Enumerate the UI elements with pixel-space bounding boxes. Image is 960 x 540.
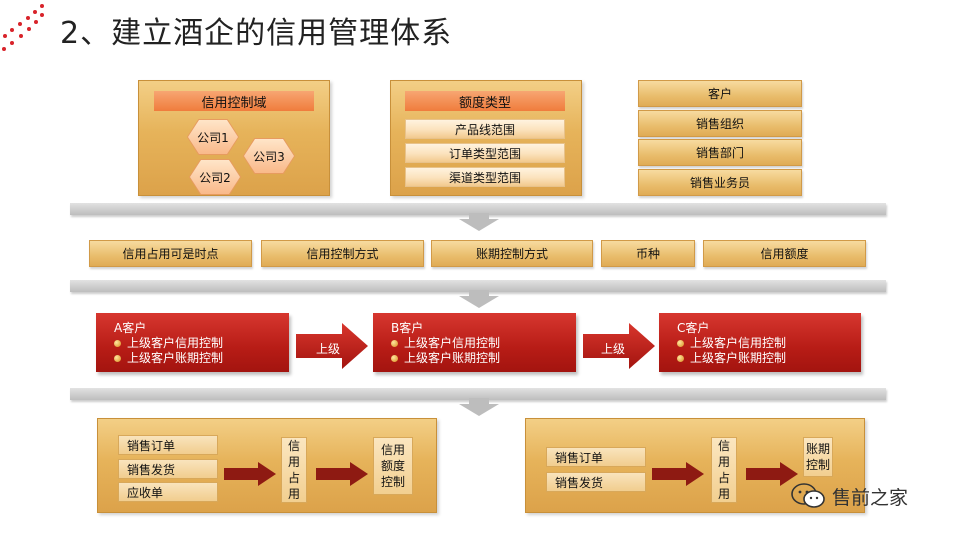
connector-bar xyxy=(70,388,886,400)
dotted-logo-icon xyxy=(0,0,50,60)
company-hex-1: 公司1 xyxy=(188,120,238,154)
bullet-icon xyxy=(391,340,398,347)
vertical-char: 占 xyxy=(717,471,730,485)
down-arrow-icon xyxy=(459,213,499,231)
credit-domain-panel: 信用控制域 公司1 公司3 公司2 xyxy=(138,80,330,196)
quota-type-header: 额度类型 xyxy=(405,91,565,111)
flow-label-sales-delivery: 销售发货 xyxy=(546,472,646,492)
dark-red-arrow-icon xyxy=(746,462,798,486)
vertical-char: 信 xyxy=(717,439,730,453)
connector-bar xyxy=(70,280,886,292)
tab-credit-control-mode: 信用控制方式 xyxy=(261,240,424,267)
customer-a-line-2: 上级客户账期控制 xyxy=(127,351,224,365)
customer-b-line-1: 上级客户信用控制 xyxy=(404,336,501,350)
sales-org-item: 销售组织 xyxy=(638,110,802,137)
vertical-text: 控制 xyxy=(805,458,830,472)
salesperson-item: 销售业务员 xyxy=(638,169,802,196)
credit-flow-panel: 销售订单 销售发货 应收单 信 用 占 用 信用 额度 控制 xyxy=(97,418,437,513)
customer-c-box: C客户 上级客户信用控制 上级客户账期控制 xyxy=(659,313,861,372)
credit-occupy-box: 信 用 占 用 xyxy=(711,437,737,503)
quota-item-channel-type: 渠道类型范围 xyxy=(405,167,565,187)
vertical-char: 占 xyxy=(287,471,300,485)
customer-a-line-1: 上级客户信用控制 xyxy=(127,336,224,350)
vertical-text: 额度 xyxy=(380,459,405,473)
tab-credit-occupy-time: 信用占用可是时点 xyxy=(89,240,252,267)
credit-domain-header: 信用控制域 xyxy=(154,91,314,111)
bullet-icon xyxy=(677,340,684,347)
arrow-label-superior: 上级 xyxy=(316,342,341,356)
sales-dept-item: 销售部门 xyxy=(638,139,802,166)
term-control-box: 账期 控制 xyxy=(803,437,833,477)
bullet-icon xyxy=(114,340,121,347)
vertical-char: 用 xyxy=(287,455,300,469)
down-arrow-icon xyxy=(459,290,499,308)
flow-label-sales-order: 销售订单 xyxy=(546,447,646,467)
red-arrow-icon xyxy=(583,323,655,369)
company-hex-2: 公司2 xyxy=(190,160,240,194)
company-hex-3: 公司3 xyxy=(244,139,294,173)
customer-a-box: A客户 上级客户信用控制 上级客户账期控制 xyxy=(96,313,289,372)
vertical-text: 账期 xyxy=(805,442,830,456)
red-arrow-icon xyxy=(296,323,368,369)
quota-type-panel: 额度类型 产品线范围 订单类型范围 渠道类型范围 xyxy=(390,80,582,196)
dark-red-arrow-icon xyxy=(224,462,276,486)
vertical-char: 信 xyxy=(287,439,300,453)
page-title: 2、建立酒企的信用管理体系 xyxy=(60,16,453,51)
tab-credit-quota: 信用额度 xyxy=(703,240,866,267)
vertical-text: 信用 xyxy=(380,443,405,457)
vertical-char: 用 xyxy=(287,487,300,501)
vertical-char: 用 xyxy=(717,487,730,501)
customer-b-name: B客户 xyxy=(391,321,424,335)
wechat-icon xyxy=(791,483,825,508)
bullet-icon xyxy=(114,355,121,362)
quota-item-order-type: 订单类型范围 xyxy=(405,143,565,163)
quota-item-product-line: 产品线范围 xyxy=(405,119,565,139)
flow-label-sales-delivery: 销售发货 xyxy=(118,459,218,479)
customer-b-line-2: 上级客户账期控制 xyxy=(404,351,501,365)
connector-bar xyxy=(70,203,886,215)
customer-b-box: B客户 上级客户信用控制 上级客户账期控制 xyxy=(373,313,576,372)
vertical-char: 用 xyxy=(717,455,730,469)
term-flow-panel: 销售订单 销售发货 信 用 占 用 账期 控制 xyxy=(525,418,865,513)
tab-currency: 币种 xyxy=(601,240,695,267)
customer-panel: 客户 销售组织 销售部门 销售业务员 xyxy=(638,80,802,196)
arrow-label-superior: 上级 xyxy=(601,342,626,356)
bullet-icon xyxy=(391,355,398,362)
customer-c-name: C客户 xyxy=(677,321,710,335)
credit-occupy-box: 信 用 占 用 xyxy=(281,437,307,503)
flow-label-receivable: 应收单 xyxy=(118,482,218,502)
customer-c-line-1: 上级客户信用控制 xyxy=(690,336,787,350)
customer-item: 客户 xyxy=(638,80,802,107)
credit-quota-control-box: 信用 额度 控制 xyxy=(373,437,413,495)
vertical-text: 控制 xyxy=(380,475,405,489)
down-arrow-icon xyxy=(459,398,499,416)
brand-text: 售前之家 xyxy=(832,486,909,509)
dark-red-arrow-icon xyxy=(652,462,704,486)
bullet-icon xyxy=(677,355,684,362)
tab-term-control-mode: 账期控制方式 xyxy=(431,240,593,267)
customer-a-name: A客户 xyxy=(114,321,147,335)
flow-label-sales-order: 销售订单 xyxy=(118,435,218,455)
customer-c-line-2: 上级客户账期控制 xyxy=(690,351,787,365)
dark-red-arrow-icon xyxy=(316,462,368,486)
brand-watermark: 售前之家 xyxy=(790,482,908,510)
